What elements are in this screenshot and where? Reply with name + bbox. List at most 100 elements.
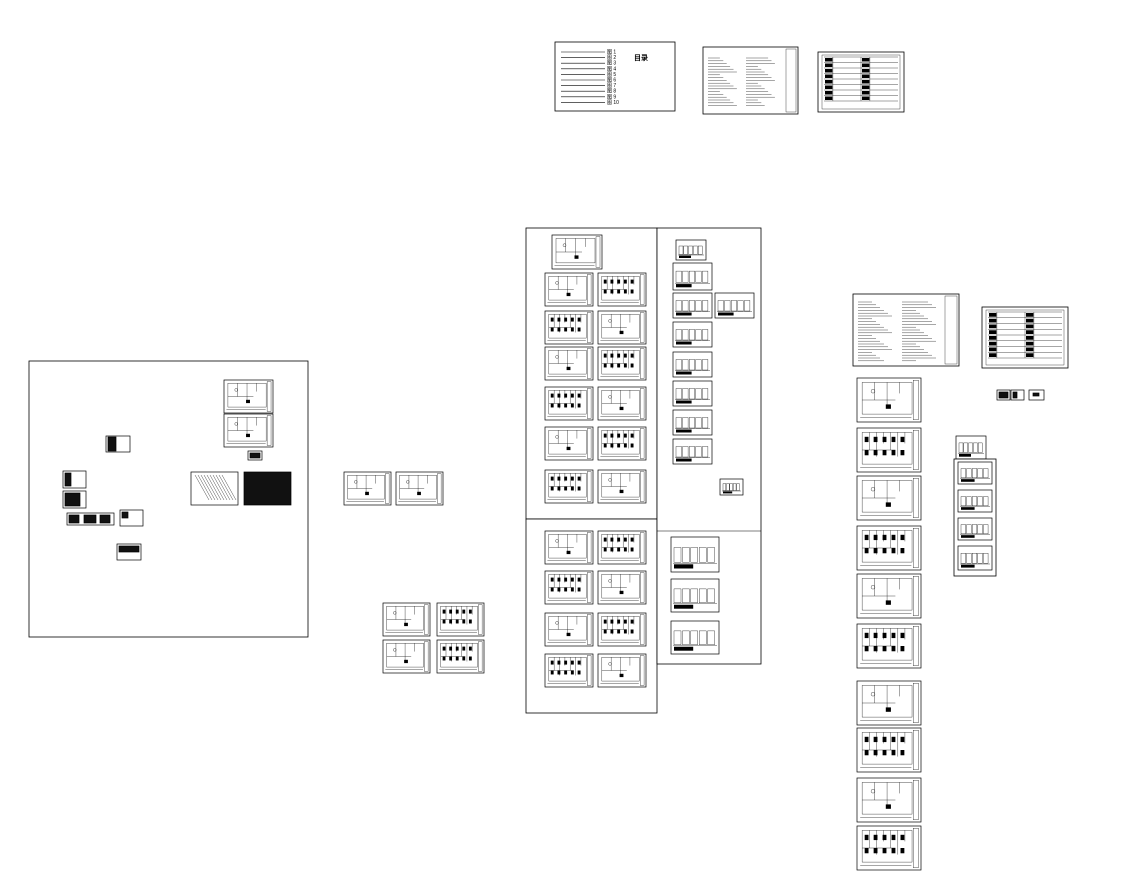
detail-block-b[interactable]	[62, 470, 87, 509]
plan-outline	[861, 530, 913, 563]
elev-panel	[736, 483, 740, 491]
furniture	[885, 707, 891, 712]
elev-panel	[690, 630, 698, 645]
furniture	[603, 433, 607, 438]
furniture	[630, 289, 634, 294]
furniture	[610, 353, 614, 358]
elev-panel	[682, 588, 690, 603]
title-block	[266, 381, 272, 412]
plan-sheets-column[interactable]	[544, 272, 647, 504]
furniture	[610, 433, 614, 438]
right-elevation-stack[interactable]	[953, 435, 997, 577]
furniture	[873, 436, 878, 443]
elev-panel	[673, 630, 682, 645]
furniture	[864, 834, 869, 841]
elevation-drawing	[675, 300, 710, 316]
furniture	[404, 622, 408, 627]
plan-drawing	[860, 478, 919, 518]
cover-sheet-rows: 图 1图 2图 3图 4图 5图 6图 7图 8图 9图 10	[561, 50, 619, 106]
section-sheet-pair[interactable]	[343, 471, 444, 506]
furniture	[570, 327, 574, 332]
elev-base	[676, 312, 692, 316]
elev-panel	[690, 547, 698, 563]
furniture	[564, 403, 568, 408]
elev-panel	[675, 417, 682, 429]
elev-base	[718, 312, 734, 316]
elev-panel	[675, 359, 682, 371]
plan-drawing	[547, 655, 592, 686]
detail-block-d[interactable]	[116, 543, 142, 561]
table-symbol	[1026, 313, 1034, 317]
title-block	[913, 780, 919, 820]
right-notes-sheet[interactable]	[852, 293, 960, 367]
left-layout-frame[interactable]	[28, 360, 309, 638]
furniture	[442, 619, 446, 624]
table-symbol	[862, 58, 870, 62]
furniture	[566, 366, 571, 371]
elev-panel	[675, 388, 682, 400]
elev-panel	[702, 270, 709, 283]
furniture	[617, 433, 621, 438]
furniture	[550, 403, 554, 408]
elev-panel	[978, 442, 983, 453]
cover-row-label: 图 10	[607, 100, 619, 106]
furniture	[557, 317, 561, 322]
furniture	[610, 363, 614, 368]
plan-drawing	[860, 380, 919, 420]
table-symbol	[825, 91, 833, 95]
furniture	[864, 548, 869, 554]
furniture	[882, 848, 887, 854]
elev-panel	[689, 446, 695, 458]
furniture	[891, 848, 896, 854]
ceiling-plan-pair[interactable]	[190, 471, 292, 506]
furniture	[417, 491, 421, 496]
floor-plan-grid-2x2[interactable]	[382, 602, 485, 674]
furniture	[557, 660, 561, 665]
right-table-sheet[interactable]	[981, 306, 1069, 369]
center-frame-lower-left[interactable]	[525, 518, 658, 714]
elevation-drawing	[673, 547, 717, 569]
plan-sheet-stack-left[interactable]	[223, 379, 274, 448]
title-block	[640, 274, 645, 305]
furniture	[564, 577, 568, 582]
design-notes-sheet[interactable]	[702, 46, 799, 115]
elev-panel	[960, 496, 966, 507]
plan-sheets-column-lower[interactable]	[544, 530, 647, 688]
right-plan-sheets-column[interactable]	[856, 377, 922, 871]
plan-outline	[861, 432, 913, 465]
detail-strip-c[interactable]	[66, 509, 144, 527]
furniture	[610, 619, 614, 624]
furniture	[630, 363, 634, 368]
elev-panel	[689, 270, 695, 283]
furniture	[873, 632, 878, 639]
plan-drawing	[600, 428, 645, 459]
furniture	[617, 279, 621, 284]
elevation-drawing	[960, 524, 990, 538]
furniture	[610, 537, 614, 542]
hatch-line	[197, 474, 213, 501]
furniture	[885, 502, 891, 507]
material-table-sheet[interactable]	[817, 51, 905, 113]
plan-drawing	[600, 388, 645, 419]
furniture	[873, 848, 878, 854]
title-block	[478, 604, 483, 635]
furniture	[891, 534, 896, 541]
center-frame-right[interactable]	[656, 227, 762, 665]
furniture	[564, 670, 568, 675]
furniture	[900, 736, 905, 743]
elevation-block-a[interactable]	[105, 435, 131, 453]
table-symbol	[862, 63, 870, 67]
furniture	[864, 436, 869, 443]
right-mini-blocks[interactable]	[996, 389, 1045, 401]
furniture	[864, 646, 869, 652]
center-frame-upper-left[interactable]	[525, 227, 658, 520]
table-symbol	[825, 69, 833, 73]
cover-sheet[interactable]: 图 1图 2图 3图 4图 5图 6图 7图 8图 9图 10 目录	[554, 41, 676, 112]
title-block	[640, 348, 645, 379]
furniture	[557, 670, 561, 675]
elev-panel	[689, 417, 695, 429]
furniture	[603, 279, 607, 284]
title-block	[913, 730, 919, 770]
elev-panel	[983, 524, 989, 535]
